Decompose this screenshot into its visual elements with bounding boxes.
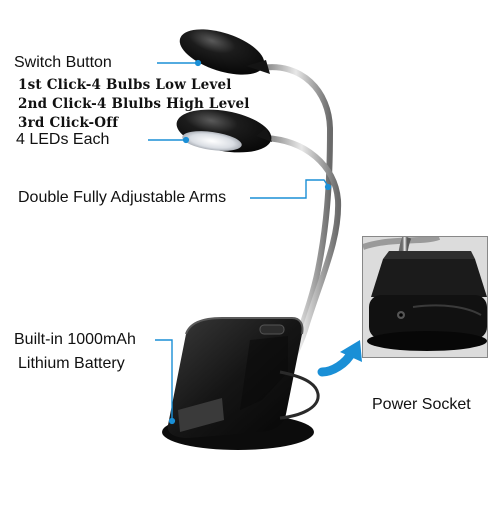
closeup-illustration (363, 237, 487, 357)
click-2-label: 2nd Click-4 Blulbs High Level (18, 96, 250, 112)
switch-button-label: Switch Button (14, 54, 112, 71)
upper-lamp-head (179, 29, 270, 75)
click-3-label: 3rd Click-Off (18, 115, 119, 131)
callout-lines (148, 59, 332, 425)
click-1-label: 1st Click-4 Bulbs Low Level (18, 77, 232, 93)
battery-line-1: Built-in 1000mAh (14, 331, 136, 348)
arms-label: Double Fully Adjustable Arms (18, 189, 227, 206)
power-socket-closeup (362, 236, 488, 358)
power-socket-label: Power Socket (372, 396, 471, 413)
lower-lamp-head (176, 109, 272, 153)
leds-each-label: 4 LEDs Each (16, 131, 110, 148)
clip-body (162, 317, 320, 450)
switch-button-shape (259, 324, 285, 335)
curved-arrow-right-icon (317, 340, 362, 377)
led-panel (182, 131, 242, 151)
battery-line-2: Lithium Battery (18, 355, 125, 372)
upper-arm (259, 64, 334, 358)
